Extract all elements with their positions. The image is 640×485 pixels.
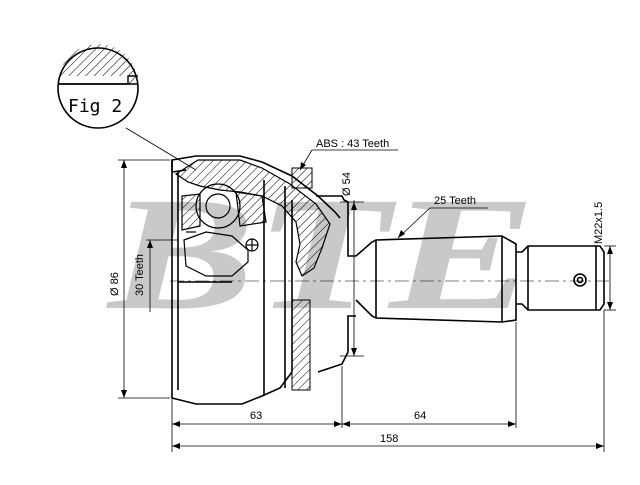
outer-diameter-label: Ø 86	[109, 272, 121, 296]
total-length-label: 158	[380, 433, 398, 445]
watermark-logo: BTE	[105, 165, 536, 344]
shaft-length-label: 64	[414, 410, 426, 422]
dimension-lines	[118, 127, 616, 452]
figure-label: Fig 2	[68, 96, 122, 117]
housing-length-label: 63	[250, 410, 262, 422]
seal-diameter-label: Ø 54	[341, 172, 353, 196]
ball-cage	[181, 183, 267, 277]
thread-label: M22x1.5	[593, 202, 605, 244]
housing-section	[174, 159, 331, 277]
bell-housing	[171, 155, 341, 405]
flange-neck	[316, 195, 517, 373]
abs-ring	[291, 167, 313, 391]
inner-spline-label: 30 Teeth	[134, 254, 146, 296]
arrowheads	[121, 160, 613, 449]
fig2-detail-bubble	[57, 44, 139, 129]
spline-teeth-label: 25 Teeth	[434, 195, 476, 207]
thread-stub	[516, 245, 605, 311]
abs-teeth-label: ABS : 43 Teeth	[316, 138, 389, 150]
